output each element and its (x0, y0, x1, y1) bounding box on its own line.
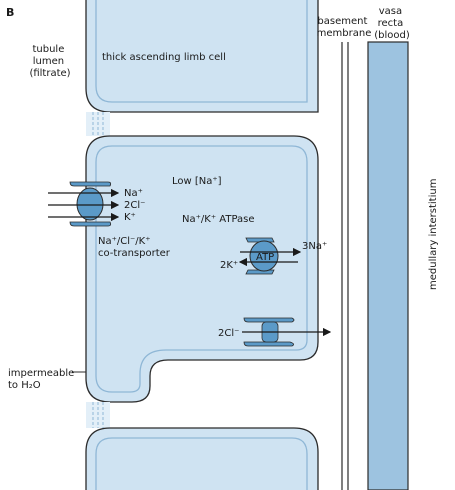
tight-junction-bottom (86, 402, 110, 428)
medullary-interstitium-label: medullary interstitium (428, 179, 439, 290)
cotransporter-label: Na⁺/Cl⁻/K⁺ co-transporter (98, 236, 171, 259)
three-na-label: 3Na⁺ (302, 241, 327, 252)
tubule-lumen-label: tubule lumen (filtrate) (29, 44, 70, 79)
atpase-label: Na⁺/K⁺ ATPase (182, 214, 255, 225)
two-cl-label: 2Cl⁻ (218, 328, 239, 339)
two-k-label: 2K⁺ (220, 260, 238, 271)
vasa-recta-label: vasa recta (blood) (374, 6, 410, 41)
ion-cl-label: 2Cl⁻ (124, 200, 145, 211)
impermeable-label: impermeable to H₂O (8, 368, 77, 391)
ion-k-label: K⁺ (124, 212, 136, 223)
panel-label: B (6, 6, 14, 19)
cotransporter (48, 181, 120, 227)
cell-label: thick ascending limb cell (102, 52, 226, 63)
basement-membrane (341, 42, 349, 490)
upper-cell (85, 0, 319, 113)
vasa-recta-vessel (367, 41, 409, 490)
ion-na-label: Na⁺ (124, 188, 143, 199)
atp-label: ATP (256, 252, 274, 263)
low-na-label: Low [Na⁺] (172, 176, 222, 187)
tight-junction-top (86, 112, 110, 136)
lower-cell (85, 427, 319, 490)
basement-membrane-label: basement membrane (317, 16, 372, 39)
atpase-pump (238, 237, 302, 275)
cl-channel (242, 317, 332, 347)
